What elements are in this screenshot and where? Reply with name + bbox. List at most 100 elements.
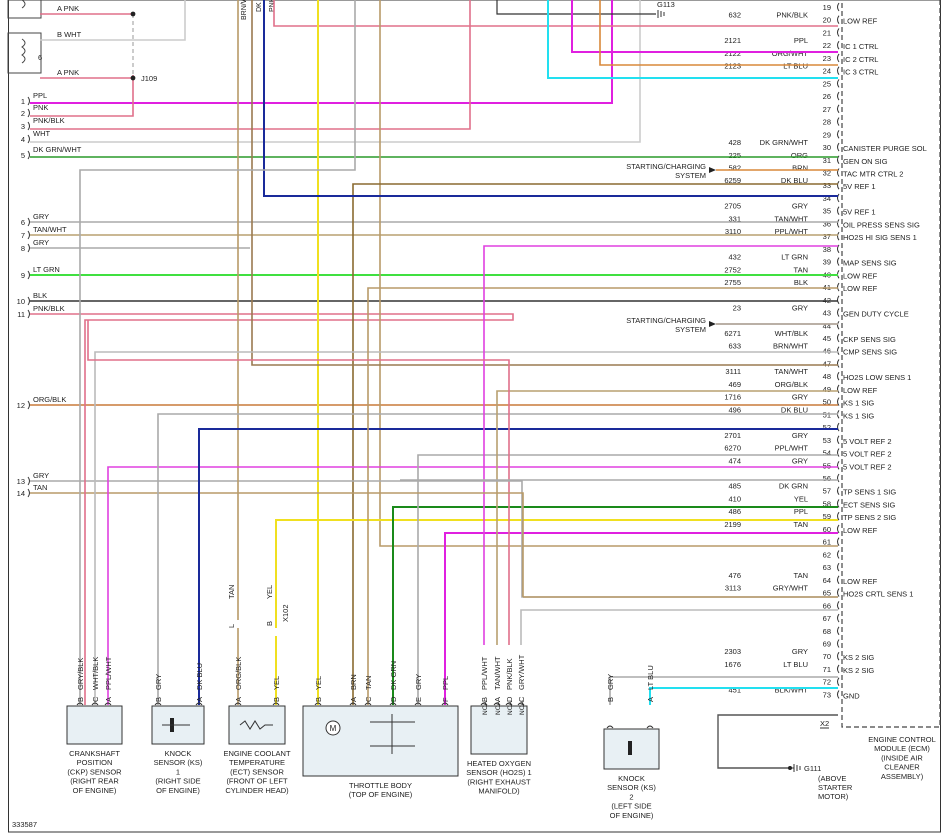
pin-socket	[837, 422, 840, 432]
component-name-line: POSITION	[77, 758, 113, 767]
ecm-pin-number: 71	[823, 665, 831, 674]
pin-letter: A	[195, 697, 204, 702]
component-name-line: (RIGHT REAR	[70, 777, 119, 786]
component-body	[66, 705, 123, 745]
wire-org-wht-23	[599, 0, 838, 66]
ecm-pin-44: 44	[823, 320, 840, 330]
wire-pnk-blk-20	[273, 0, 838, 27]
top-wire-label-brn: BRN/W	[241, 0, 248, 20]
wire-gry-13-route	[248, 480, 838, 598]
wire-gry-70	[609, 676, 838, 705]
component-name-line: (CKP) SENSOR	[67, 767, 122, 776]
pin-socket	[837, 15, 840, 25]
splice-j109-label: J109	[141, 74, 157, 83]
left-connector-9: 9LT GRN	[21, 265, 60, 280]
pin-socket	[27, 230, 30, 240]
circuit-number: 2752	[724, 265, 741, 274]
ecm-pin-number: 19	[823, 3, 831, 12]
ecm-pin-label: KS 1 SIG	[843, 411, 874, 420]
pin-socket	[837, 79, 840, 88]
ecm-pin-number: 32	[823, 168, 831, 177]
wire-color-label: WHT/BLK	[775, 329, 808, 338]
pin-letter: B	[76, 697, 85, 702]
ecm-pin-number: 68	[823, 627, 831, 636]
wire-gry-53	[417, 454, 838, 705]
wire-lt-blu-24	[547, 0, 838, 79]
pin-letter: D	[389, 696, 398, 702]
ecm-pin-number: 58	[823, 499, 831, 508]
wire-color-label: GRY/WHT	[773, 584, 809, 593]
ignition-coil-top	[7, 0, 42, 19]
pin-letter: A	[104, 697, 113, 702]
wire-color-label: BLK	[794, 278, 808, 287]
ect-pin-l: L	[227, 624, 236, 628]
wire-dk-blu-51	[198, 428, 838, 705]
wire-color-label: PPL	[794, 36, 808, 45]
pin-socket	[837, 193, 840, 203]
ecm-pin-label: IC 1 CTRL	[843, 42, 878, 51]
ground-g113-symbol	[657, 10, 665, 18]
left-wire-color: GRY	[33, 471, 49, 480]
coil-winding	[21, 38, 26, 64]
pin-socket	[195, 702, 203, 706]
ecm-pin-number: 64	[823, 576, 831, 585]
wire-color-label: GRY	[792, 393, 808, 402]
pin-letter: C	[364, 696, 373, 702]
ecm-pin-19: 19	[823, 2, 840, 12]
tb-motor-icon	[325, 720, 341, 736]
pin-letter: B	[314, 697, 323, 702]
left-pin-number: 2	[21, 109, 25, 118]
ecm-pin-number: 52	[823, 423, 831, 432]
ecm-pin-label: 5V REF 1	[843, 182, 876, 191]
wire-color-label: PNK/BLK	[776, 11, 808, 20]
ecm-pin-number: 70	[823, 652, 831, 661]
left-wire-color: GRY	[33, 212, 49, 221]
wire-pnk-2	[30, 75, 134, 117]
left-wire-color: BLK	[33, 291, 47, 300]
pin-socket	[837, 308, 840, 317]
ecm-title-line: MODULE (ECM)	[874, 744, 930, 753]
wire-color-label: GRY	[792, 431, 808, 440]
wire-pnk-blk-ho2s	[87, 320, 510, 645]
coil-winding	[21, 0, 26, 9]
pin-letter: F	[441, 697, 450, 702]
wire-pnk-blk-3	[30, 0, 471, 130]
coil-pin-a-pnk-2: A PNK	[57, 68, 79, 77]
ecm-pin-number: 34	[823, 194, 831, 203]
circuit-number: 3110	[725, 227, 741, 236]
pin-wire-color: PNK/BLK	[505, 658, 514, 690]
ecm-pin-label: KS 2 SIG	[843, 653, 874, 662]
tb-potentiometer	[370, 714, 415, 754]
pin-letter: E	[414, 697, 423, 702]
left-pin-number: 9	[21, 271, 25, 280]
left-wire-color: DK GRN/WHT	[33, 145, 82, 154]
ecm-pin-number: 28	[823, 118, 831, 127]
component-name-line: CRANKSHAFT	[69, 749, 120, 758]
wire-color-label: DK GRN	[779, 482, 808, 491]
component-name-line: SENSOR (KS)	[607, 783, 656, 792]
circuit-number: 469	[728, 380, 741, 389]
pin-socket	[104, 702, 112, 706]
wire-tan-14-route	[255, 492, 524, 597]
component-name-line: OF ENGINE)	[156, 786, 200, 795]
ect-pin-b: B	[265, 621, 274, 626]
component-name-line: 2	[629, 792, 633, 801]
component-name-line: (RIGHT SIDE	[155, 777, 200, 786]
pin-socket	[414, 702, 422, 706]
ecm-pin-56: 56	[823, 473, 840, 483]
pin-socket	[349, 702, 357, 706]
ecm-title-line: CLEANER	[884, 763, 920, 772]
wire-color-label: DK GRN/WHT	[760, 138, 809, 147]
circuit-number: 486	[728, 507, 741, 516]
pin-socket	[27, 217, 30, 227]
